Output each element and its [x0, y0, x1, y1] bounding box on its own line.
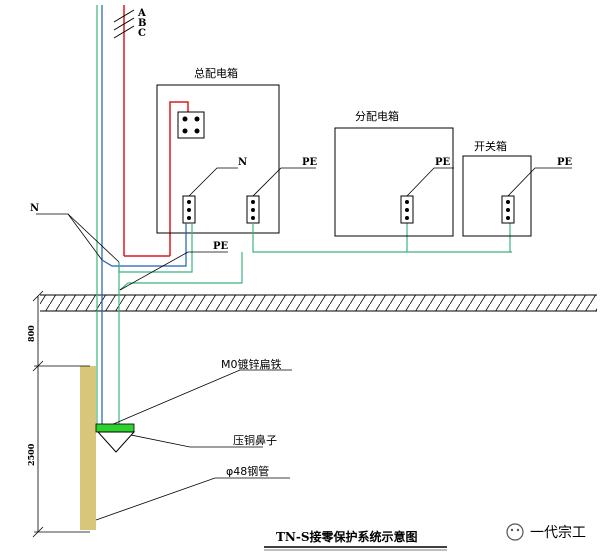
left-n-label: N	[30, 203, 39, 214]
watermark-logo	[506, 523, 524, 541]
switch-pe-label: PE	[557, 157, 573, 168]
pe-grounding-link	[119, 252, 243, 291]
phase-b-label: B	[138, 18, 146, 29]
ground-hatch	[40, 295, 597, 311]
sub-pe-terminal-dots	[405, 200, 409, 220]
clamp-label: 压铜鼻子	[233, 433, 277, 447]
phase-feed	[169, 101, 189, 256]
main-distribution-box	[156, 84, 280, 234]
main-breaker-block	[177, 111, 205, 139]
pe-to-main-n-area	[118, 223, 193, 273]
depth-top-label: 800	[26, 325, 36, 342]
switch-box-label: 开关箱	[474, 139, 507, 153]
steel-pipe-label: φ48钢管	[226, 464, 269, 478]
sub-distribution-box	[334, 127, 454, 237]
flat-iron-label: M0镀锌扁铁	[221, 357, 282, 371]
pe-main-link	[252, 223, 512, 253]
main-pe-terminal-dots	[251, 200, 255, 220]
neutral-to-main-n	[101, 223, 187, 267]
sub-pe-label: PE	[435, 157, 451, 168]
flat-iron	[95, 423, 135, 433]
phase-c-label: C	[138, 28, 146, 39]
dimension-line	[32, 290, 90, 538]
leader-lines	[36, 167, 572, 521]
main-pe-label: PE	[302, 157, 318, 168]
switch-pe-terminal-dots	[506, 200, 510, 220]
switch-box	[462, 155, 532, 237]
watermark-text: 一代宗工	[530, 525, 586, 541]
depth-pipe-label: 2500	[26, 443, 36, 466]
phase-a-label: A	[137, 8, 146, 19]
phase-tick-marks	[113, 9, 135, 39]
main-box-label: 总配电箱	[194, 66, 238, 80]
diagram-title: TN-S接零保护系统示意图	[276, 529, 418, 544]
main-n-label: N	[238, 157, 247, 168]
mid-pe-label: PE	[213, 241, 229, 252]
sub-box-label: 分配电箱	[355, 109, 399, 123]
main-n-terminal-dots	[187, 200, 191, 220]
steel-pipe	[80, 366, 96, 530]
copper-clamp	[96, 431, 136, 453]
main-breaker-dots	[182, 116, 200, 134]
